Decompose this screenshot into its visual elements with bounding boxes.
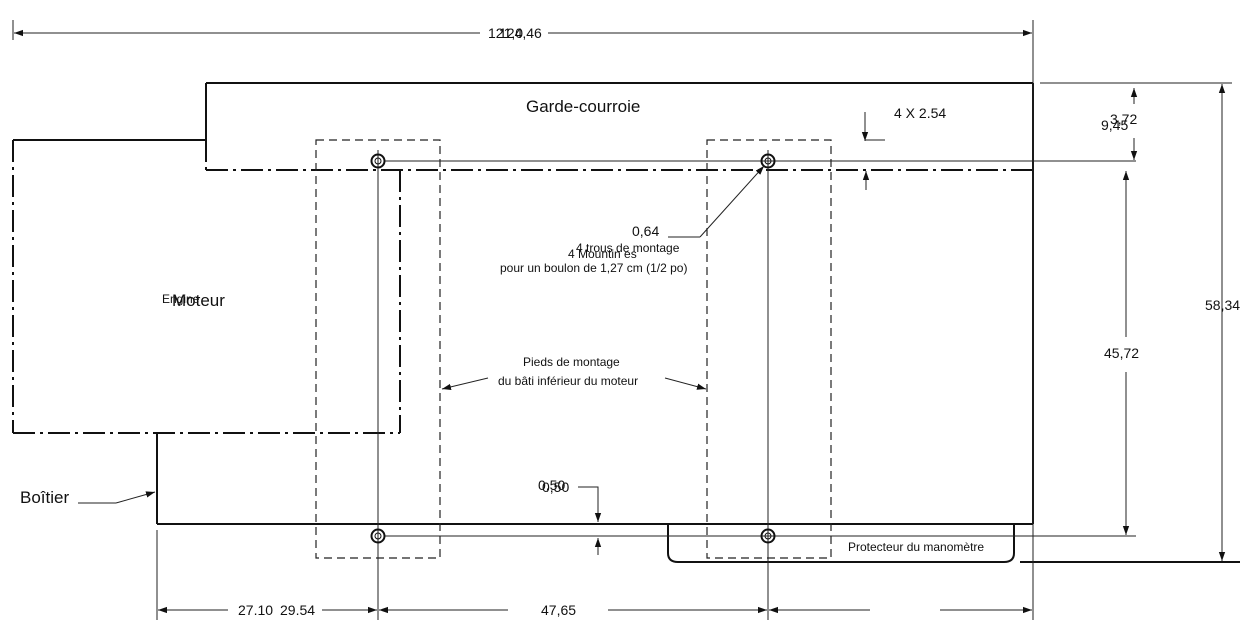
- mounting-hole-bottom-left: [370, 528, 386, 544]
- right-mounting-foot: [706, 139, 832, 559]
- overall-width-dimension: 121,0 124,46: [12, 20, 1032, 41]
- overall-width-label-b: 124,46: [499, 25, 542, 41]
- overall-height-label: 58,34: [1205, 297, 1240, 313]
- hole-spacing-label: 47,65: [541, 602, 576, 618]
- motor-label: Moteur: [172, 291, 225, 310]
- hole-size-callout: 4 X 2.54: [861, 105, 946, 190]
- hole-size-label: 4 X 2.54: [894, 105, 946, 121]
- mounting-hole-bottom-right: [760, 528, 776, 544]
- left-offset-label-b: 29.54: [280, 602, 315, 618]
- top-right-dimension: 3,72 9,45: [1101, 88, 1137, 160]
- bottom-dimensions: 27.10 29.54 47,65: [158, 602, 1032, 618]
- housing-leader: [78, 491, 156, 504]
- top-right-label-b: 9,45: [1101, 117, 1128, 133]
- centerlines: [156, 20, 1232, 620]
- housing-label: Boîtier: [20, 488, 69, 507]
- mounting-hole-top-left: [370, 153, 386, 169]
- overall-width-label-a: 121,0: [488, 25, 523, 41]
- gauge-guard-label: Protecteur du manomètre: [848, 540, 984, 554]
- gauge-guard-outline: [667, 524, 1015, 563]
- mounting-feet-label-line1: Pieds de montage: [523, 355, 620, 369]
- mounting-holes-ghost-label: 4 Mountin es: [568, 247, 637, 261]
- belt-guard-label: Garde-courroie: [526, 97, 640, 116]
- housing-outline: [156, 170, 1034, 525]
- mounting-feet: [315, 139, 832, 559]
- overall-height-dimension: 58,34: [1205, 84, 1240, 561]
- bottom-offset-label-b: 0,50: [542, 479, 569, 495]
- mounting-hole-top-right: [760, 153, 776, 169]
- mounting-holes-label-line1: 4 trous de montage: [576, 241, 680, 255]
- bottom-offset-callout: 0,50 0,50: [538, 477, 602, 555]
- hole-diameter-label: 0,64: [632, 223, 659, 239]
- body-height-label: 45,72: [1104, 345, 1139, 361]
- motor-ghost-label: Engine: [162, 292, 200, 306]
- mounting-feet-label-line2: du bâti inférieur du moteur: [498, 374, 638, 388]
- hole-diameter-callout: 0,64: [632, 165, 765, 239]
- mounting-feet-leaders: [441, 377, 707, 390]
- top-right-label-a: 3,72: [1110, 111, 1137, 127]
- body-height-dimension: 45,72: [1104, 171, 1139, 535]
- motor-outline: [12, 139, 401, 434]
- left-offset-label-a: 27.10: [238, 602, 273, 618]
- bottom-offset-label-a: 0,50: [538, 477, 565, 493]
- mounting-holes: [370, 153, 776, 544]
- mounting-holes-label-line2: pour un boulon de 1,27 cm (1/2 po): [500, 261, 687, 275]
